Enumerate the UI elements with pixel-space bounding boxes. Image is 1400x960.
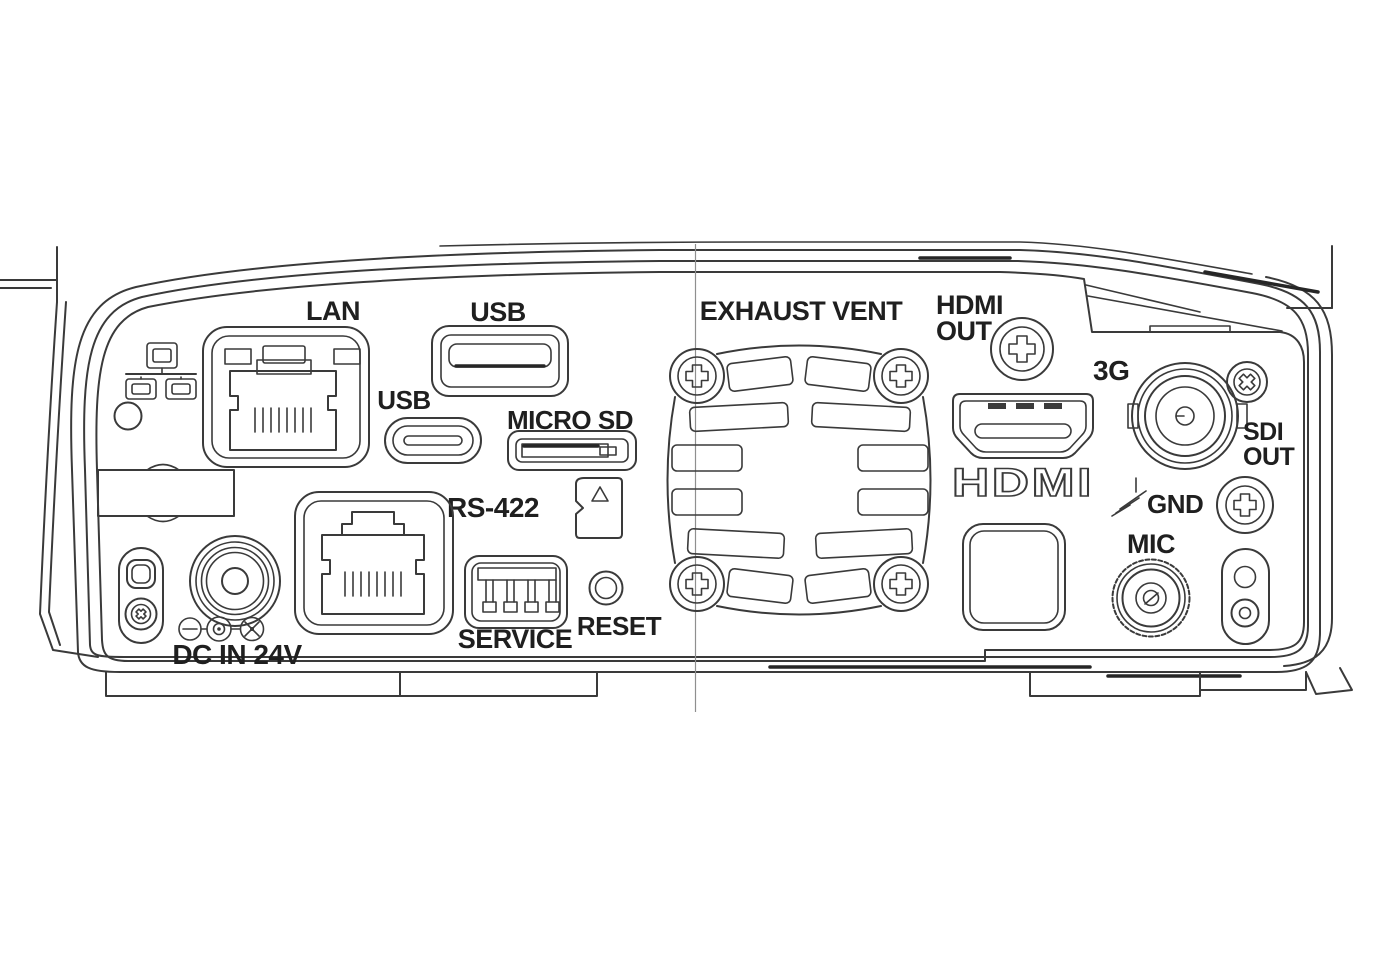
fan-screw-icon [873, 348, 929, 404]
service-pins [482, 579, 560, 613]
micro-sd-slot [507, 430, 637, 471]
fan-grille [666, 344, 932, 616]
fan-screw-icon [669, 348, 725, 404]
mic-jack [1111, 558, 1191, 638]
usb-c-port [384, 417, 482, 464]
blank-plate [962, 523, 1066, 631]
ground-icon [1111, 477, 1147, 517]
screw-icon [1226, 361, 1268, 403]
svg-text:OUT: OUT [1243, 443, 1295, 471]
led-hole [113, 401, 143, 431]
reset-button [588, 570, 624, 606]
usb-a-label: USB [470, 297, 526, 327]
lan-port [202, 326, 370, 468]
service-connector [464, 555, 568, 629]
device-outline [0, 241, 1333, 678]
dc-in-jack [189, 535, 281, 627]
usb-a-port [431, 325, 569, 397]
dc-polarity-icon [178, 616, 265, 642]
hdmi-logo: HDMI [952, 461, 1094, 505]
svg-text:OUT: OUT [936, 316, 993, 346]
rs422-port [294, 491, 454, 635]
hdmi-out-label: HDMI OUT [936, 290, 1004, 346]
bnc-connector [1127, 362, 1248, 470]
svg-text:SDI: SDI [1243, 418, 1283, 446]
hdmi-screw-icon [990, 317, 1054, 381]
svg-text:HDMI: HDMI [936, 290, 1003, 320]
rs422-pins [344, 571, 402, 597]
exhaust-vent-label: EXHAUST VENT [700, 296, 904, 326]
usb-c-label: USB [377, 385, 430, 415]
device-feet [105, 667, 1353, 697]
sdi-out-label: SDI OUT [1243, 418, 1295, 471]
dc-in-label: DC IN 24V [172, 639, 302, 670]
hdmi-port [952, 393, 1094, 459]
rs422-label: RS-422 [447, 492, 539, 523]
gnd-label: GND [1147, 489, 1203, 519]
mic-label: MIC [1127, 529, 1175, 559]
service-label: SERVICE [458, 624, 573, 654]
mount-pill-left [118, 547, 164, 644]
lan-pins [254, 407, 312, 433]
screw-icon [1216, 476, 1274, 534]
sd-card-icon [575, 477, 623, 539]
3g-label: 3G [1093, 355, 1129, 386]
lan-label: LAN [306, 296, 360, 326]
fan-slats [671, 355, 929, 605]
mount-pill-right [1221, 548, 1270, 645]
side-bar [97, 463, 235, 523]
reset-label: RESET [577, 611, 662, 641]
network-icon [125, 342, 197, 400]
fan-screw-icon [669, 556, 725, 612]
fan-screw-icon [873, 556, 929, 612]
